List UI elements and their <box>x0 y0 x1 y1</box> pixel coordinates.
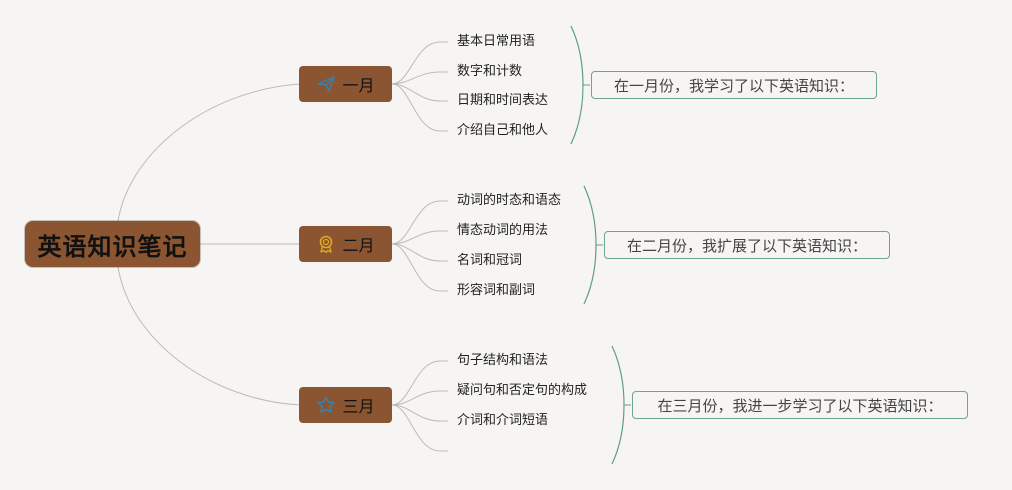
topic-item[interactable]: 名词和冠词 <box>457 253 523 268</box>
branch-node-march[interactable]: 三月 <box>299 387 392 423</box>
summary-box-march[interactable]: 在三月份，我进一步学习了以下英语知识： <box>632 391 968 419</box>
root-node[interactable]: 英语知识笔记 <box>25 221 200 267</box>
summary-text: 在一月份，我学习了以下英语知识： <box>613 76 854 95</box>
topic-item[interactable]: 动词的时态和语态 <box>457 193 562 208</box>
summary-text: 在二月份，我扩展了以下英语知识： <box>626 236 867 255</box>
topic-item[interactable]: 数字和计数 <box>457 64 523 79</box>
branch-node-january[interactable]: 一月 <box>299 66 392 102</box>
topic-item[interactable]: 基本日常用语 <box>457 34 536 49</box>
topic-item[interactable]: 形容词和副词 <box>457 283 536 298</box>
branch-node-february[interactable]: 二月 <box>299 226 392 262</box>
branch-label: 一月 <box>342 76 375 95</box>
branch-label: 二月 <box>342 236 375 255</box>
root-label: 英语知识笔记 <box>37 232 188 261</box>
summary-box-january[interactable]: 在一月份，我学习了以下英语知识： <box>591 71 877 99</box>
topic-item[interactable]: 介绍自己和他人 <box>457 123 549 138</box>
topic-item[interactable]: 情态动词的用法 <box>457 223 549 238</box>
paper-plane-icon <box>316 74 336 94</box>
summary-box-february[interactable]: 在二月份，我扩展了以下英语知识： <box>604 231 890 259</box>
award-ribbon-icon <box>316 234 336 254</box>
topic-item[interactable]: 句子结构和语法 <box>457 353 549 368</box>
topic-item[interactable]: 介词和介词短语 <box>457 413 549 428</box>
star-icon <box>316 395 336 415</box>
summary-text: 在三月份，我进一步学习了以下英语知识： <box>657 396 943 415</box>
branch-label: 三月 <box>342 397 375 416</box>
topic-item[interactable]: 疑问句和否定句的构成 <box>457 383 588 398</box>
topic-item[interactable]: 日期和时间表达 <box>457 93 549 108</box>
